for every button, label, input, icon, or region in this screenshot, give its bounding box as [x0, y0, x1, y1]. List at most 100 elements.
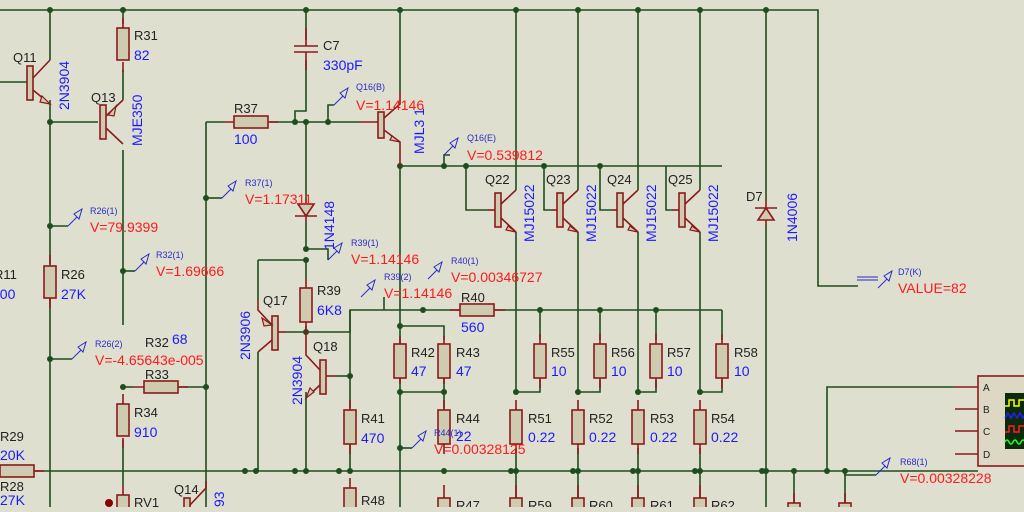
q14-ref: Q14 [174, 482, 199, 497]
r40-value: 560 [461, 319, 485, 335]
resistor-r58[interactable]: R58 10 [715, 334, 758, 388]
probe-r39-2[interactable]: R39(2) V=1.14146 [360, 272, 452, 301]
r11-ref: R11 [0, 267, 17, 282]
q24-value: MJ15022 [643, 184, 659, 242]
resistor-r48[interactable]: R48 [343, 478, 385, 512]
r29-ref: R29 [0, 429, 24, 444]
resistor-r39[interactable]: R39 6K8 [299, 278, 342, 332]
resistor-r43[interactable]: R43 47 [437, 336, 480, 384]
q22-value: MJ15022 [521, 184, 537, 242]
probe-r32-1[interactable]: R32(1) V=1.69666 [134, 250, 224, 279]
resistor-r60[interactable]: R60 [571, 485, 613, 512]
r61-ref: R61 [650, 498, 674, 507]
r57-value: 10 [667, 363, 683, 379]
resistor-r31[interactable]: R31 82 [116, 18, 158, 72]
resistor-r53[interactable]: R53 0.22 [631, 400, 677, 454]
resistor-r29[interactable]: R29 20K [0, 429, 44, 478]
r28-ref: R28 [0, 479, 24, 494]
resistor-r11-partial[interactable]: R11 100 [0, 267, 17, 302]
diode-1n4148-value: 1N4148 [321, 201, 337, 250]
probe-q16e-name: Q16(E) [467, 133, 496, 143]
transistor-q11[interactable]: Q11 2N3904 [13, 50, 72, 110]
diode-d7[interactable]: D7 1N4006 [746, 189, 800, 242]
probe-d7k[interactable]: D7(K) VALUE=82 [857, 267, 967, 296]
probe-r32-1-reading: V=1.69666 [156, 263, 224, 279]
probe-r40-1-name: R40(1) [451, 256, 479, 266]
r48-ref: R48 [361, 493, 385, 507]
r54-value: 0.22 [711, 429, 738, 445]
resistor-r51[interactable]: R51 0.22 [509, 400, 555, 454]
resistor-r42[interactable]: R42 47 [393, 336, 435, 384]
resistor-r55[interactable]: R55 10 [533, 334, 575, 388]
resistor-r61[interactable]: R61 [631, 485, 674, 512]
q25-value: MJ15022 [705, 184, 721, 242]
transistor-q24[interactable]: Q24 MJ15022 [607, 172, 659, 242]
probe-d7k-name: D7(K) [898, 267, 922, 277]
transistor-q18[interactable]: Q18 2N3904 [289, 332, 338, 405]
probe-r26-2-name: R26(2) [95, 339, 123, 349]
oscilloscope[interactable]: A B C D [955, 375, 1024, 467]
resistor-r37[interactable]: R37 100 [223, 101, 278, 147]
transistor-q25[interactable]: Q25 MJ15022 [668, 172, 721, 242]
transistor-q23[interactable]: Q23 MJ15022 [546, 172, 599, 242]
q25-ref: Q25 [668, 172, 693, 187]
resistor-r59[interactable]: R59 [509, 485, 552, 512]
r52-ref: R52 [589, 411, 613, 426]
r34-value: 910 [134, 424, 158, 440]
r33-ref: R33 [145, 367, 169, 382]
probe-r44-1-name: R44(1) [434, 428, 462, 438]
scope-channel-d: D [983, 450, 990, 461]
scope-channel-c: C [983, 427, 990, 438]
probe-q16b-name: Q16(B) [356, 82, 385, 92]
resistor-r62[interactable]: R62 [693, 485, 735, 512]
resistor-r40[interactable]: R40 560 [450, 290, 505, 335]
probe-r44-1[interactable]: R44(1) V=0.00328125 [411, 428, 526, 457]
probe-q16e[interactable]: Q16(E) V=0.539812 [443, 133, 543, 163]
r56-value: 10 [611, 363, 627, 379]
probe-r37-1[interactable]: R37(1) V=1.17311 [221, 178, 312, 207]
r26-value: 27K [61, 286, 87, 302]
r62-ref: R62 [711, 498, 735, 507]
capacitor-c7[interactable]: C7 330pF [294, 28, 363, 73]
scope-screen [1005, 393, 1024, 449]
resistor-r34[interactable]: R34 910 [116, 394, 158, 448]
probe-r39-1[interactable]: R39(1) V=1.14146 [327, 238, 419, 267]
probe-q16b[interactable]: Q16(B) V=1.14146 [333, 82, 424, 113]
probe-r68-1[interactable]: R68(1) V=0.00328228 [875, 456, 992, 486]
potentiometer-rv1[interactable]: RV1 [105, 485, 159, 512]
transistor-q17[interactable]: Q17 2N3906 [237, 293, 288, 360]
probe-r26-1[interactable]: R26(1) V=79.9399 [67, 206, 158, 235]
diode-1n4148[interactable]: 1N4148 [295, 200, 337, 250]
r55-ref: R55 [551, 345, 575, 360]
r57-ref: R57 [667, 345, 691, 360]
resistor-r41[interactable]: R41 470 [343, 400, 385, 454]
r55-value: 10 [551, 363, 567, 379]
resistor-r56[interactable]: R56 10 [593, 334, 635, 388]
probe-r40-1-reading: V=0.00346727 [451, 269, 543, 285]
probe-r40-1[interactable]: R40(1) V=0.00346727 [427, 256, 543, 285]
resistor-r52[interactable]: R52 0.22 [571, 400, 616, 454]
resistor-r44[interactable]: R44 22 [437, 400, 480, 454]
scope-trace-a [1005, 399, 1024, 407]
probe-r39-2-name: R39(2) [384, 272, 412, 282]
r42-ref: R42 [411, 345, 435, 360]
resistor-r26[interactable]: R26 27K [43, 255, 87, 308]
resistor-r33[interactable]: R33 [133, 367, 188, 394]
resistor-r57[interactable]: R57 10 [649, 334, 691, 388]
resistor-r47[interactable]: R47 [437, 485, 480, 512]
resistor-r54[interactable]: R54 0.22 [693, 400, 738, 454]
r59-ref: R59 [528, 498, 552, 507]
transistor-q16[interactable]: MJL3 1 [360, 92, 427, 166]
transistor-q14[interactable]: Q14 93 [174, 481, 227, 512]
transistor-q22[interactable]: Q22 MJ15022 [485, 172, 537, 242]
r44-value: 22 [456, 428, 472, 444]
probe-r26-2[interactable]: R26(2) V=-4.65643e-005 [71, 339, 204, 368]
r11-value: 100 [0, 286, 16, 302]
d7-ref: D7 [746, 189, 763, 204]
transistor-q13[interactable]: Q13 MJE350 [91, 90, 145, 146]
rv1-ref: RV1 [134, 495, 159, 507]
probe-r32-1-name: R32(1) [156, 250, 184, 260]
scope-trace-b [1004, 411, 1024, 420]
